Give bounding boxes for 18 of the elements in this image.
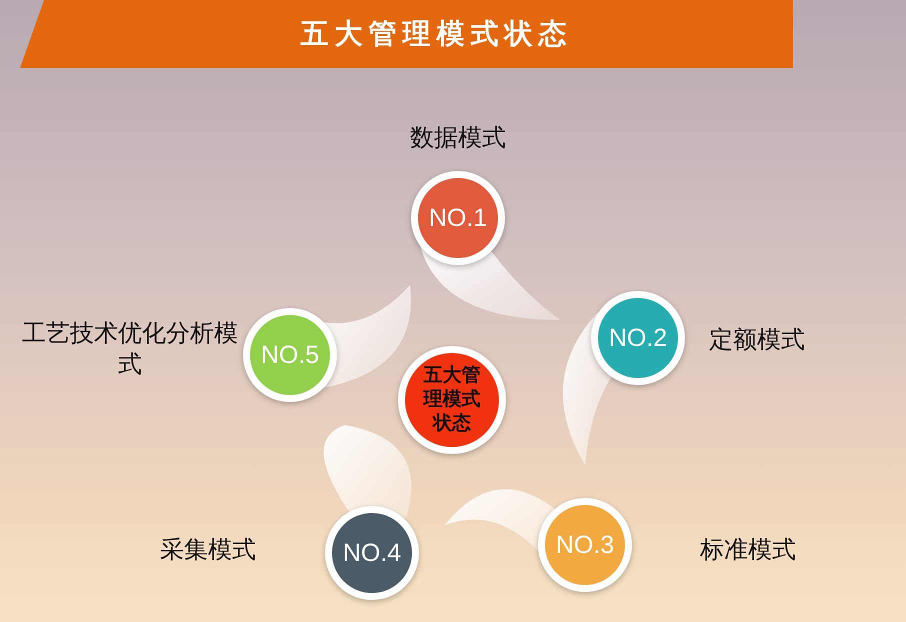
mode-label: 数据模式 — [409, 122, 507, 154]
mode-label: 采集模式 — [159, 534, 257, 566]
numbered-circle — [538, 498, 632, 592]
center-circle — [398, 346, 506, 454]
circle-label: NO.4 — [342, 538, 402, 568]
numbered-circle — [411, 171, 505, 265]
mode-label: 工艺技术优化分析模式 — [21, 318, 239, 380]
center-label: 五大管理模式状态 — [422, 364, 482, 436]
circle-label: NO.2 — [608, 324, 668, 352]
title: 五大管理模式状态 — [300, 16, 572, 52]
mode-label: 标准模式 — [699, 534, 797, 566]
mode-label: 定额模式 — [708, 324, 806, 356]
circle-label: NO.1 — [428, 204, 488, 232]
numbered-circle — [591, 291, 685, 385]
numbered-circle — [325, 506, 419, 600]
circle-label: NO.5 — [260, 340, 320, 370]
numbered-circle — [243, 308, 337, 402]
circle-label: NO.3 — [556, 530, 614, 560]
